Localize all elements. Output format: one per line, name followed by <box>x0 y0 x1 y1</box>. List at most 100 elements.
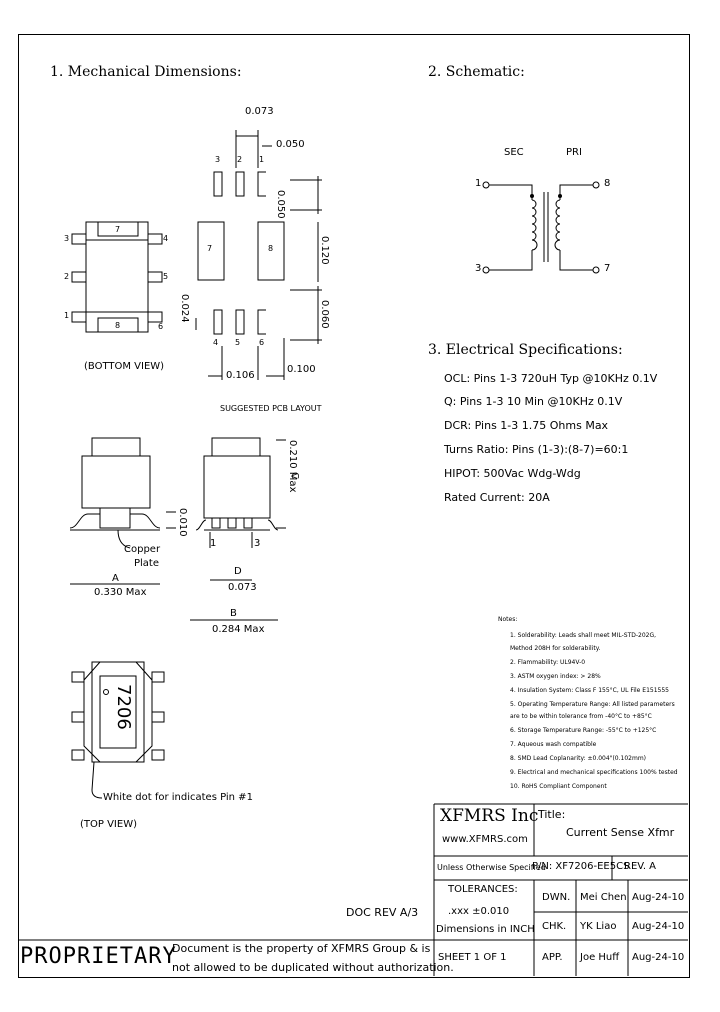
part-marking: 7206 <box>113 684 134 730</box>
bottom-pin-1: 1 <box>64 311 70 320</box>
note-line: 7. Aqueous wash compatible <box>510 741 597 748</box>
revision: REV. A <box>624 861 657 872</box>
pcb-dim-050: 0.050 <box>276 139 305 150</box>
app-name: Joe Huff <box>580 952 620 963</box>
pcb-dim-060: 0.060 <box>319 300 330 329</box>
note-line: 3. ASTM oxygen index: > 28% <box>510 673 601 680</box>
bottom-view-caption: (BOTTOM VIEW) <box>84 361 165 372</box>
mech-heading: 1. Mechanical Dimensions: <box>50 64 242 80</box>
note-line: 4. Insulation System: Class F 155°C, UL … <box>510 687 669 694</box>
copper-label: Copper <box>124 544 161 555</box>
dim-b-label: B <box>230 608 237 619</box>
company-website: www.XFMRS.com <box>442 834 528 845</box>
tolerances-label: TOLERANCES: <box>448 884 518 895</box>
note-line: are to be within tolerance from -40°C to… <box>510 713 652 720</box>
pcb-dim-024: 0.024 <box>179 294 190 323</box>
doc-notice-line1: Document is the property of XFMRS Group … <box>172 942 431 955</box>
app-date: Aug-24-10 <box>632 952 685 963</box>
pcb-pin-3: 3 <box>215 155 221 164</box>
pri-label: PRI <box>566 147 582 158</box>
dim-010: 0.010 <box>177 508 188 537</box>
pcb-dim-100: 0.100 <box>287 364 316 375</box>
schem-pin-8: 8 <box>604 178 611 189</box>
pcb-dim-073: 0.073 <box>245 106 274 117</box>
bottom-pin-6: 6 <box>158 322 164 331</box>
schem-pin-1: 1 <box>475 178 482 189</box>
side-view-a <box>69 437 176 585</box>
title-label: Title: <box>538 808 566 821</box>
dim-a-value: 0.330 Max <box>94 587 147 598</box>
top-view-outline <box>71 661 165 799</box>
schem-pin-7: 7 <box>604 263 611 274</box>
pcb-layout-pads <box>195 130 322 380</box>
spec-q: Q: Pins 1-3 10 Min @10KHz 0.1V <box>444 395 623 408</box>
spec-rated-current: Rated Current: 20A <box>444 491 550 504</box>
tolerances-value: .xxx ±0.010 <box>448 906 510 917</box>
title-block-lines <box>18 803 688 976</box>
note-line: 2. Flammability: UL94V-0 <box>510 659 586 666</box>
proprietary-label: PROPRIETARY <box>20 944 177 969</box>
dwn-label: DWN. <box>542 892 571 903</box>
part-number: P/N: XF7206-EE5CS <box>532 861 630 872</box>
pcb-dim-050-vertical: 0.050 <box>275 190 286 219</box>
schematic-heading: 2. Schematic: <box>428 64 525 80</box>
chk-name: YK Liao <box>580 921 617 932</box>
pcb-pad-7: 7 <box>207 244 213 253</box>
bottom-pin-3: 3 <box>64 234 70 243</box>
dwn-name: Mei Chen <box>580 892 627 903</box>
drawing-sheet <box>18 34 690 978</box>
bottom-pin-5: 5 <box>163 272 169 281</box>
bottom-view-outline <box>71 221 163 333</box>
dwn-date: Aug-24-10 <box>632 892 685 903</box>
plate-label: Plate <box>134 558 160 569</box>
schem-pin-3: 3 <box>475 263 482 274</box>
spec-ocl: OCL: Pins 1-3 720uH Typ @10KHz 0.1V <box>444 372 658 385</box>
title-value: Current Sense Xfmr <box>566 826 675 839</box>
pcb-pad-8: 8 <box>268 244 274 253</box>
unless-specified: Unless Otherwise Specified <box>437 863 546 872</box>
dim-d-value: 0.073 <box>228 582 257 593</box>
pcb-pin-1: 1 <box>259 155 265 164</box>
sheet-number: SHEET 1 OF 1 <box>438 952 507 963</box>
dimensions-unit: Dimensions in INCH <box>436 924 535 935</box>
bottom-pad-8: 8 <box>115 321 121 330</box>
side-pin-1: 1 <box>210 538 217 549</box>
bottom-pad-7: 7 <box>115 225 121 234</box>
doc-notice-line2: not allowed to be duplicated without aut… <box>172 961 454 974</box>
spec-dcr: DCR: Pins 1-3 1.75 Ohms Max <box>444 419 609 432</box>
bottom-pin-2: 2 <box>64 272 70 281</box>
chk-date: Aug-24-10 <box>632 921 685 932</box>
side-pin-3: 3 <box>254 538 261 549</box>
dim-a-label: A <box>112 573 119 584</box>
pcb-dim-106: 0.106 <box>226 370 255 381</box>
bottom-pin-4: 4 <box>163 234 169 243</box>
chk-label: CHK. <box>542 921 567 932</box>
note-line: 9. Electrical and mechanical specificati… <box>510 769 678 776</box>
schematic-lines <box>482 181 600 274</box>
note-line: Method 208H for solderability. <box>510 645 601 652</box>
doc-revision: DOC REV A/3 <box>346 906 419 919</box>
pcb-pin-4: 4 <box>213 338 219 347</box>
spec-hipot: HIPOT: 500Vac Wdg-Wdg <box>444 467 581 480</box>
elec-heading: 3. Electrical Specifications: <box>428 342 623 358</box>
white-dot-note: White dot for indicates Pin #1 <box>103 792 253 803</box>
note-line: 6. Storage Temperature Range: -55°C to +… <box>510 727 657 734</box>
company-name: XFMRS Inc <box>440 806 539 826</box>
spec-turns-ratio: Turns Ratio: Pins (1-3):(8-7)=60:1 <box>444 443 629 456</box>
pcb-pin-5: 5 <box>235 338 241 347</box>
pcb-pin-2: 2 <box>237 155 243 164</box>
dim-d-label: D <box>234 566 242 577</box>
pcb-caption: SUGGESTED PCB LAYOUT <box>220 404 322 413</box>
app-label: APP. <box>542 952 563 963</box>
side-view-b <box>190 437 286 621</box>
note-line: 1. Solderability: Leads shall meet MIL-S… <box>510 632 657 639</box>
pcb-dim-120: 0.120 <box>319 236 330 265</box>
note-line: 5. Operating Temperature Range: All list… <box>510 701 675 708</box>
note-line: 8. SMD Lead Coplanarity: ±0.004"(0.102mm… <box>510 755 646 762</box>
top-view-caption: (TOP VIEW) <box>80 819 137 830</box>
dim-c-value: 0.210 Max <box>287 440 298 493</box>
pcb-pin-6: 6 <box>259 338 265 347</box>
sec-label: SEC <box>504 147 524 158</box>
notes-title: Notes: <box>498 616 518 623</box>
